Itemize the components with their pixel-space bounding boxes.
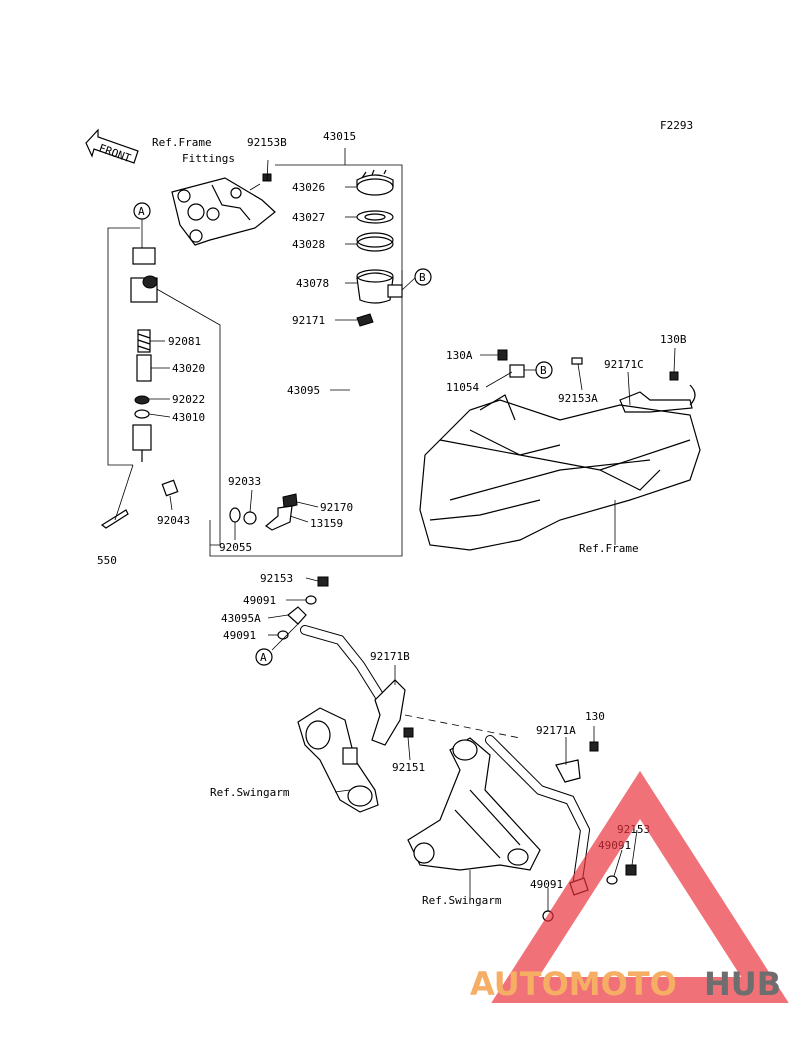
label-92171A: 92171A xyxy=(536,724,576,737)
svg-text:A: A xyxy=(260,651,267,664)
group-box-left xyxy=(107,227,140,466)
cap-92022 xyxy=(134,395,150,405)
label-ref-frame-fittings-2: Fittings xyxy=(182,152,235,165)
group-box-43015 xyxy=(209,164,403,557)
pin-92043 xyxy=(161,479,179,497)
label-92171: 92171 xyxy=(292,314,325,327)
clamp-92171 xyxy=(356,313,374,327)
bolt-92153B xyxy=(249,159,272,191)
label-43095: 43095 xyxy=(287,384,320,397)
watermark-text-1: AUTOMOTO xyxy=(470,965,677,1003)
master-cylinder-body xyxy=(130,247,158,303)
label-11054: 11054 xyxy=(446,381,479,394)
piston-43020 xyxy=(136,354,152,382)
clamp-92171A xyxy=(555,759,581,783)
frame-fittings-bracket xyxy=(171,177,276,246)
label-92033: 92033 xyxy=(228,475,261,488)
oring-92033 xyxy=(243,511,257,525)
label-92170: 92170 xyxy=(320,501,353,514)
washer-43010 xyxy=(134,409,150,419)
watermark-logo: AUTOMOTO HUB xyxy=(470,770,789,1003)
label-ref-frame-fittings-1: Ref.Frame xyxy=(152,136,212,149)
label-43020: 43020 xyxy=(172,362,205,375)
callout-b-frame: B xyxy=(522,361,553,379)
svg-text:A: A xyxy=(138,205,145,218)
pushrod-43010 xyxy=(132,424,152,462)
clamp-92170 xyxy=(282,493,298,509)
swingarm-left xyxy=(297,707,379,813)
label-92171C: 92171C xyxy=(604,358,644,371)
diagram-code: F2293 xyxy=(660,119,693,132)
svg-text:B: B xyxy=(419,271,426,284)
label-43095A: 43095A xyxy=(221,612,261,625)
label-92153A: 92153A xyxy=(558,392,598,405)
label-43028: 43028 xyxy=(292,238,325,251)
label-ref-frame: Ref.Frame xyxy=(579,542,639,555)
label-92055: 92055 xyxy=(219,541,252,554)
label-92153: 92153 xyxy=(260,572,293,585)
label-43078: 43078 xyxy=(296,277,329,290)
label-550: 550 xyxy=(97,554,117,567)
label-92171B: 92171B xyxy=(370,650,410,663)
callout-a-lower: A xyxy=(255,648,273,666)
callout-a-top: A xyxy=(133,202,151,248)
swingarm-right xyxy=(407,737,541,871)
label-43010: 43010 xyxy=(172,411,205,424)
label-92081: 92081 xyxy=(168,335,201,348)
label-ref-swingarm-2: Ref.Swingarm xyxy=(422,894,502,907)
part-labels: Ref.Frame Fittings 92153B 43015 43026 43… xyxy=(97,130,687,907)
label-13159: 13159 xyxy=(310,517,343,530)
label-92022: 92022 xyxy=(172,393,205,406)
nut-92151 xyxy=(403,727,414,738)
label-49091-a: 49091 xyxy=(243,594,276,607)
frame-assembly xyxy=(419,349,701,551)
label-43026: 43026 xyxy=(292,181,325,194)
label-92153B: 92153B xyxy=(247,136,287,149)
bracket-92171B xyxy=(371,679,406,746)
plate-43027 xyxy=(356,210,394,224)
watermark-triangle-icon xyxy=(491,770,789,1003)
leader-lines xyxy=(148,186,676,911)
label-49091-b: 49091 xyxy=(223,629,256,642)
label-ref-swingarm-1: Ref.Swingarm xyxy=(210,786,290,799)
oring-92055 xyxy=(229,507,241,523)
label-92043: 92043 xyxy=(157,514,190,527)
label-92151: 92151 xyxy=(392,761,425,774)
bolt-130 xyxy=(589,741,599,752)
label-130A: 130A xyxy=(446,349,473,362)
svg-text:B: B xyxy=(540,364,547,377)
spring-92081 xyxy=(137,329,151,353)
label-130: 130 xyxy=(585,710,605,723)
label-43015: 43015 xyxy=(323,130,356,143)
label-49091-d: 49091 xyxy=(530,878,563,891)
watermark-text-2: HUB xyxy=(704,965,781,1003)
fitting-13159 xyxy=(264,505,293,531)
banjo-43095A xyxy=(271,576,329,651)
front-arrow-icon: FRONT xyxy=(85,128,139,165)
reservoir-43078 xyxy=(356,269,416,304)
callout-b-reservoir: B xyxy=(414,268,432,286)
cotter-pin-550 xyxy=(100,509,129,529)
label-130B: 130B xyxy=(660,333,687,346)
reservoir-cap-43026 xyxy=(356,169,394,196)
label-43027: 43027 xyxy=(292,211,325,224)
diaphragm-43028 xyxy=(356,232,394,252)
